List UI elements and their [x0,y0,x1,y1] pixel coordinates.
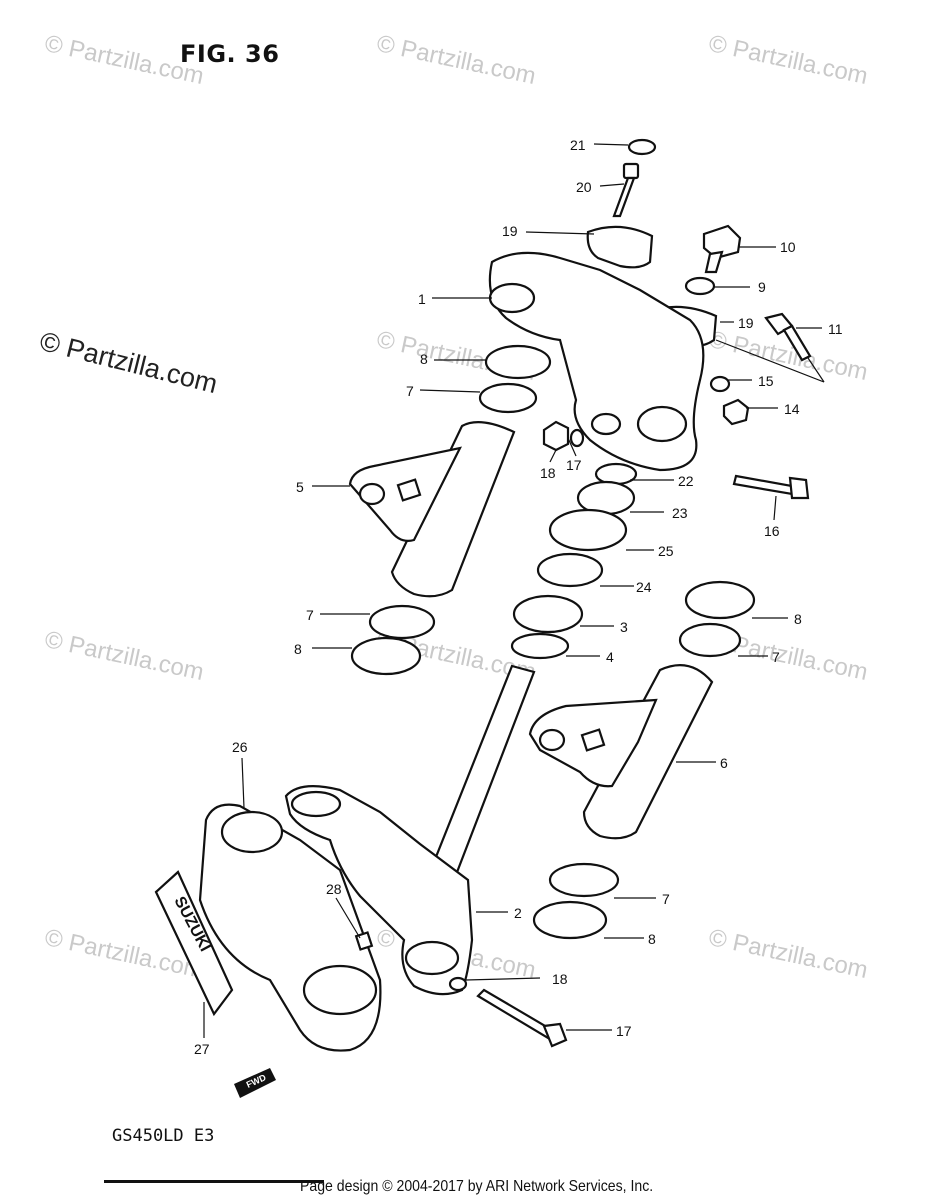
part-13-washer[interactable] [709,375,731,393]
footer-copyright: Page design © 2004-2017 by ARI Network S… [300,1178,654,1195]
part-9-washer[interactable] [684,276,716,296]
part-24-bearing-race[interactable] [536,552,604,588]
callout-25: 25 [658,543,674,559]
callout-15: 17 [566,457,582,473]
callout-8c: 8 [294,641,302,657]
part-8-oil-seal[interactable] [684,580,756,620]
part-19-handlebar-clamp[interactable] [586,225,654,269]
callout-19: 19 [502,223,518,239]
callout-1: 1 [418,291,426,307]
part-16-nut[interactable] [542,420,570,452]
callout-8d: 8 [648,931,656,947]
part-15-washer[interactable] [569,428,585,448]
part-26-emblem-holder[interactable] [198,803,382,1052]
fig-title: FIG. 36 [180,40,280,68]
callout-19b: 19 [738,315,754,331]
part-17-bolt[interactable] [476,988,568,1048]
part-4-dust-seal[interactable] [510,632,570,660]
part-3-bearing[interactable] [512,594,584,634]
callout-8a: 8 [420,351,428,367]
part-20-bolt[interactable] [612,162,640,218]
callout-23: 23 [672,505,688,521]
callout-7a: 7 [406,383,414,399]
part-2-steering-stem-bracket[interactable] [284,664,536,996]
callout-17: 17 [616,1023,632,1039]
fwd-arrow-icon: FWD [234,1068,276,1098]
part-6-right-fork-cover[interactable] [528,664,714,840]
callout-5: 5 [296,479,304,495]
callout-7c: 7 [772,649,780,665]
callout-2: 2 [514,905,522,921]
stem-hole [590,412,622,436]
part-14-bolt[interactable] [732,474,810,500]
fork-hole [488,282,536,314]
fork-hole [636,405,688,443]
callout-22: 22 [678,473,694,489]
part-7-dust-seal[interactable] [548,862,620,898]
callout-21: 21 [570,137,586,153]
callout-20: 20 [576,179,592,195]
footer-rule [104,1180,324,1183]
part-11-bolt[interactable] [764,312,812,362]
callout-13: 15 [758,373,774,389]
callout-7b: 7 [306,607,314,623]
part-18-washer[interactable] [448,976,468,992]
part-25-cover[interactable] [548,508,628,552]
callout-8b: 8 [794,611,802,627]
callout-9: 9 [758,279,766,295]
callout-10: 10 [780,239,796,255]
callout-16: 18 [540,465,556,481]
part-7-dust-seal[interactable] [478,382,538,414]
callout-26: 26 [232,739,248,755]
callout-3: 3 [620,619,628,635]
part-8-oil-seal[interactable] [532,900,608,940]
callout-27: 27 [194,1041,210,1057]
part-8-oil-seal[interactable] [484,344,552,380]
callout-6: 6 [720,755,728,771]
model-code: GS450LD E3 [112,1126,215,1146]
part-7-dust-seal[interactable] [678,622,742,658]
part-28-clip[interactable] [354,931,374,951]
callout-28: 28 [326,881,342,897]
part-10-bolt[interactable] [702,224,742,274]
part-12-nut[interactable] [722,398,750,426]
part-22-washer[interactable] [594,462,638,486]
part-5-left-fork-cover[interactable] [348,421,516,598]
callout-18: 18 [552,971,568,987]
part-7-dust-seal[interactable] [368,604,436,640]
callout-24: 24 [636,579,652,595]
part-8-oil-seal[interactable] [350,636,422,676]
callout-14: 16 [764,523,780,539]
callout-7d: 7 [662,891,670,907]
callout-12: 14 [784,401,800,417]
callout-11: 11 [828,321,843,337]
part-21-cap[interactable] [627,138,657,156]
callout-4: 4 [606,649,614,665]
